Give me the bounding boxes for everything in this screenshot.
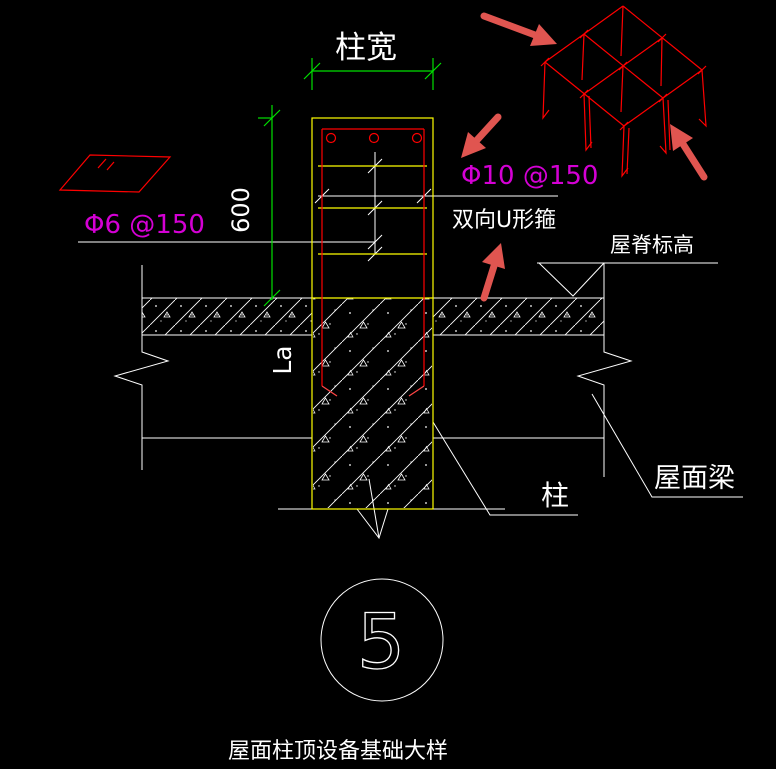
dim-600-label: 600	[227, 187, 255, 233]
column-label: 柱	[541, 479, 569, 512]
left-break-line	[113, 265, 170, 470]
roof-beam-leader-line	[591, 393, 743, 498]
arrow-to-sketch-right-icon	[670, 124, 708, 181]
column-outline	[311, 117, 434, 510]
column-concrete-hatch	[313, 298, 432, 508]
rebar-phi6-label: Φ6 @150	[84, 210, 205, 240]
stirrup-plan-sketch	[58, 154, 172, 193]
detail-title: 屋面柱顶设备基础大样	[228, 739, 448, 764]
section-cut-notch	[356, 508, 389, 540]
dimension-600	[258, 105, 281, 307]
ridge-elevation-label: 屋脊标高	[610, 233, 694, 257]
roof-slab-hatch-left	[142, 298, 312, 335]
right-break-line	[576, 263, 633, 477]
arrow-to-column-base-icon	[480, 243, 505, 302]
rebar-section-dot	[411, 132, 423, 144]
stirrup-note-label: 双向U形箍	[452, 208, 556, 233]
roof-slab-hatch-right	[433, 298, 604, 335]
dimension-column-width	[303, 58, 442, 90]
arrow-to-sketch-left-icon	[480, 12, 557, 46]
rebar-phi10-label: Φ10 @150	[461, 161, 598, 191]
detail-number: 5	[357, 597, 405, 686]
column-leader-line	[432, 421, 578, 516]
lap-length-label: La	[268, 345, 297, 374]
arrow-to-rebar-label-icon	[461, 113, 502, 158]
detail-bubble: 5	[320, 578, 444, 702]
dim-column-width-label: 柱宽	[335, 30, 397, 66]
rebar-section-dot	[325, 132, 337, 144]
rebar-section-dot	[368, 132, 380, 144]
rebar-cage	[321, 128, 425, 397]
stirrup-3d-sketch	[540, 5, 707, 178]
roof-beam-label: 屋面梁	[654, 463, 735, 494]
elevation-marker	[537, 262, 718, 297]
detail-bubble-circle	[320, 578, 444, 702]
marker-arrows	[461, 12, 708, 302]
